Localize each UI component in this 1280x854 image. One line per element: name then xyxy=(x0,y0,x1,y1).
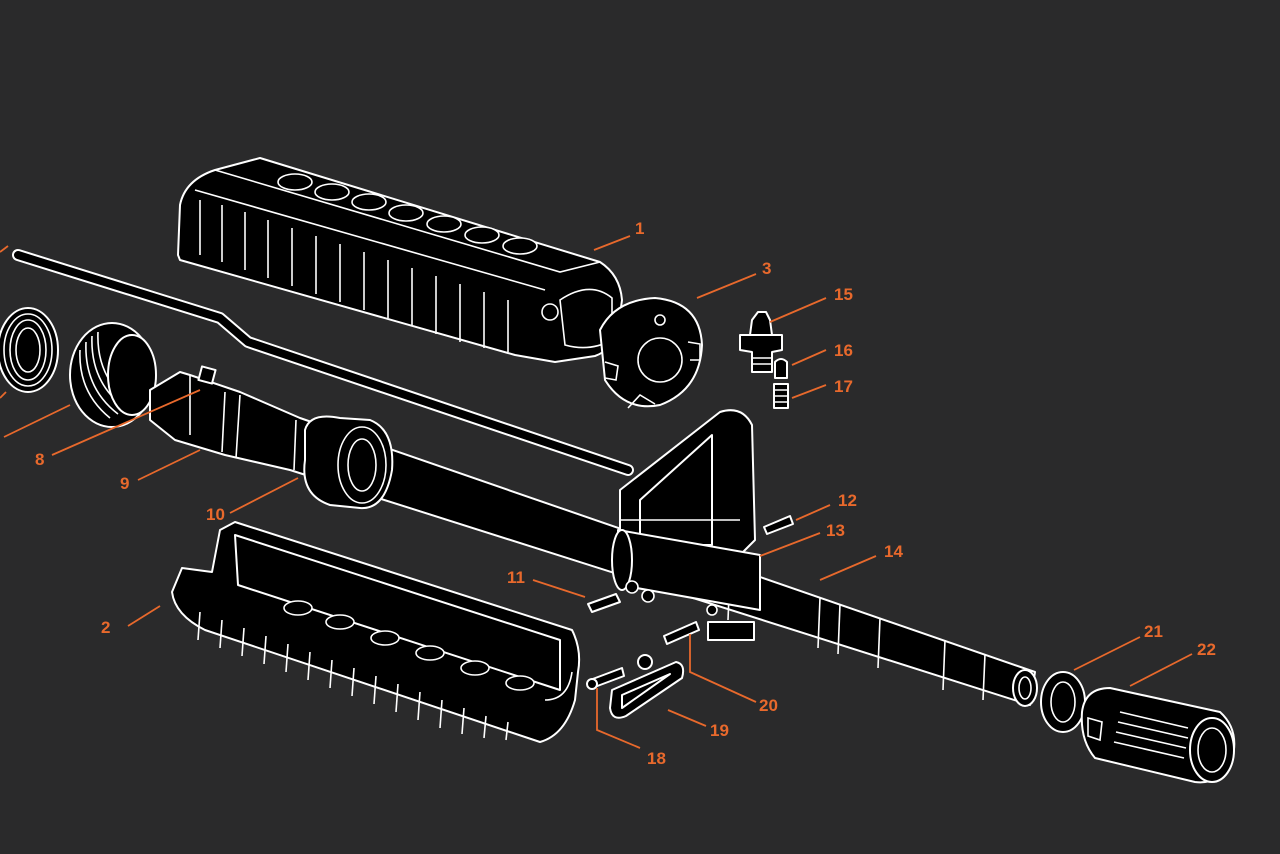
leader-20 xyxy=(689,634,757,703)
leader-13 xyxy=(759,532,821,557)
callout-2: 2 xyxy=(101,618,110,637)
callout-18: 18 xyxy=(647,749,666,768)
leader-edge-low xyxy=(3,404,71,438)
callout-13: 13 xyxy=(826,521,845,540)
front-sight-base xyxy=(611,409,761,641)
leader-22 xyxy=(1129,653,1193,687)
barrel-collar xyxy=(303,415,394,510)
callout-10: 10 xyxy=(206,505,225,524)
leader-15 xyxy=(769,297,827,323)
callout-12: 12 xyxy=(838,491,857,510)
leader-10 xyxy=(229,477,299,514)
leader-21 xyxy=(1073,636,1141,671)
leader-14 xyxy=(819,555,877,581)
callout-22: 22 xyxy=(1197,640,1216,659)
taper-pin-20 xyxy=(663,621,700,645)
crush-washer-21 xyxy=(1040,671,1086,733)
callout-3: 3 xyxy=(762,259,771,278)
barrel-nut xyxy=(69,322,157,428)
leader-3 xyxy=(696,273,757,299)
upper-handguard xyxy=(177,157,623,363)
callout-20: 20 xyxy=(759,696,778,715)
callout-14: 14 xyxy=(884,542,903,561)
callout-1: 1 xyxy=(635,219,644,238)
lower-handguard xyxy=(171,521,581,743)
spring-17 xyxy=(773,383,789,409)
detent-16 xyxy=(774,358,788,379)
callout-21: 21 xyxy=(1144,622,1163,641)
leader-8 xyxy=(51,389,201,456)
callout-8: 8 xyxy=(35,450,44,469)
handguard-cap xyxy=(599,297,703,409)
leader-11 xyxy=(532,579,586,598)
leader-19 xyxy=(667,709,707,727)
leader-edge-top xyxy=(0,245,9,253)
leader-2 xyxy=(127,605,161,627)
callout-16: 16 xyxy=(834,341,853,360)
leader-18 xyxy=(596,688,641,749)
callout-15: 15 xyxy=(834,285,853,304)
leader-1 xyxy=(593,235,631,251)
gas-tube xyxy=(12,249,634,476)
delta-ring xyxy=(0,307,59,393)
callout-labels: 1 2 3 8 9 10 11 12 13 14 15 16 17 18 19 … xyxy=(35,219,1216,768)
sling-swivel-rivet-18 xyxy=(586,667,625,690)
callout-11: 11 xyxy=(507,568,525,587)
callout-17: 17 xyxy=(834,377,853,396)
sling-swivel-19 xyxy=(609,654,685,719)
leader-edge-mid xyxy=(0,391,7,399)
roll-pin-12 xyxy=(763,515,794,535)
leader-16 xyxy=(791,349,827,366)
leader-lines xyxy=(0,235,1193,749)
leader-17 xyxy=(791,384,827,399)
leader-12 xyxy=(795,504,831,521)
roll-pin-11 xyxy=(587,593,621,613)
leader-9 xyxy=(137,449,201,481)
flash-hider-22 xyxy=(1080,687,1236,784)
callout-19: 19 xyxy=(710,721,729,740)
front-sight-post xyxy=(739,311,783,373)
callout-9: 9 xyxy=(120,474,129,493)
